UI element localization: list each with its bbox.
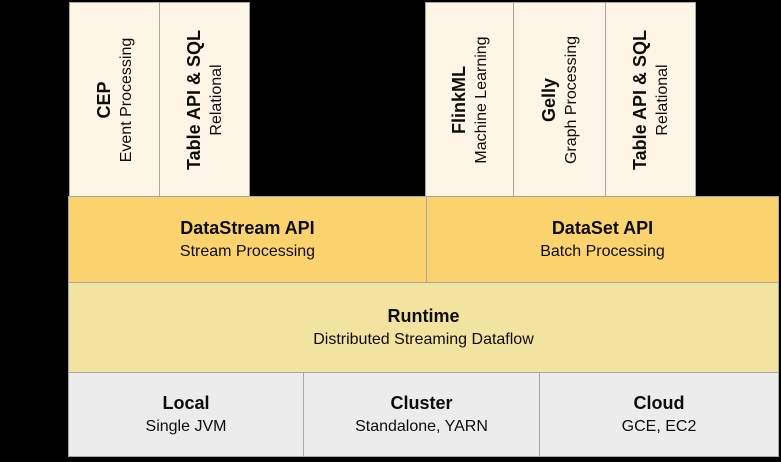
library-box-cep: CEP Event Processing <box>69 2 160 197</box>
library-box-table-api-sql-left: Table API & SQL Relational <box>159 2 250 197</box>
deploy-box-cloud: Cloud GCE, EC2 <box>539 372 779 457</box>
deploy-subtitle: GCE, EC2 <box>621 418 697 436</box>
library-box-table-api-sql-right: Table API & SQL Relational <box>605 2 696 197</box>
deploy-box-local: Local Single JVM <box>68 372 304 457</box>
api-title: DataSet API <box>551 217 654 238</box>
deploy-subtitle: Standalone, YARN <box>355 418 488 436</box>
deploy-title: Cloud <box>633 392 685 413</box>
library-box-gelly-content: Gelly Graph Processing <box>539 5 581 195</box>
api-subtitle: Stream Processing <box>179 243 316 261</box>
deploy-subtitle: Single JVM <box>145 418 227 436</box>
library-box-flinkml-content: FlinkML Machine Learning <box>449 5 491 195</box>
library-subtitle: Relational <box>207 63 225 136</box>
library-title: Table API & SQL <box>183 29 204 170</box>
library-subtitle: Machine Learning <box>472 35 490 164</box>
runtime-title: Runtime <box>387 305 460 326</box>
library-box-gelly: Gelly Graph Processing <box>513 2 606 197</box>
api-box-datastream: DataStream API Stream Processing <box>68 196 427 283</box>
library-box-flinkml: FlinkML Machine Learning <box>425 2 514 197</box>
library-title: Gelly <box>538 77 559 122</box>
library-title: CEP <box>93 81 114 119</box>
runtime-box: Runtime Distributed Streaming Dataflow <box>68 282 779 373</box>
library-title: Table API & SQL <box>629 29 650 170</box>
runtime-subtitle: Distributed Streaming Dataflow <box>313 331 534 349</box>
library-box-table-api-sql-right-content: Table API & SQL Relational <box>630 5 672 195</box>
library-box-table-api-sql-left-content: Table API & SQL Relational <box>184 5 226 195</box>
deploy-title: Local <box>162 392 210 413</box>
api-subtitle: Batch Processing <box>540 243 665 261</box>
library-subtitle: Graph Processing <box>562 35 580 164</box>
library-title: FlinkML <box>448 65 469 134</box>
library-subtitle: Event Processing <box>117 37 135 162</box>
deploy-box-cluster: Cluster Standalone, YARN <box>303 372 540 457</box>
api-box-dataset: DataSet API Batch Processing <box>426 196 779 283</box>
deploy-title: Cluster <box>390 392 453 413</box>
library-subtitle: Relational <box>653 63 671 136</box>
api-title: DataStream API <box>180 217 315 238</box>
library-box-cep-content: CEP Event Processing <box>94 5 136 195</box>
